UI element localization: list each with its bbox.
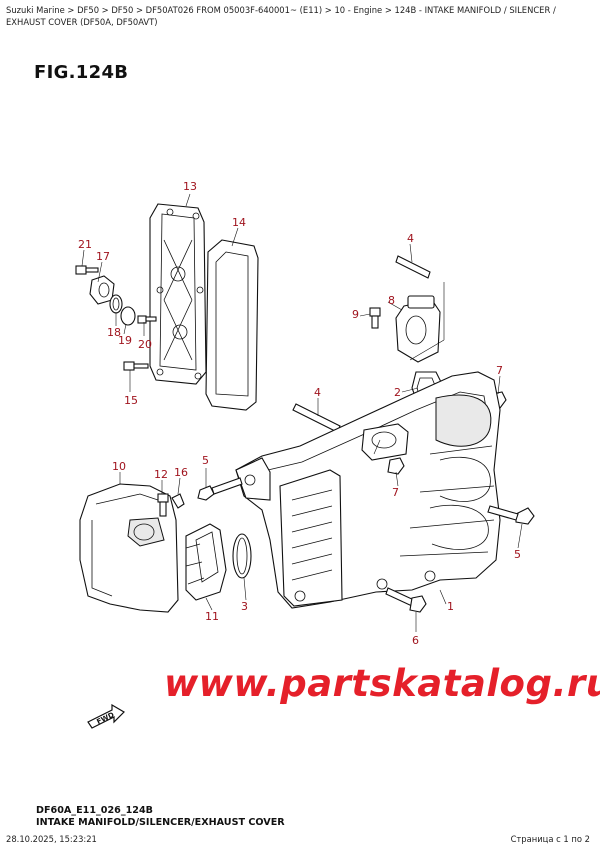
part-13-exhaust-cover[interactable]	[149, 203, 207, 385]
leader-lines	[81, 193, 523, 632]
part-20-screw[interactable]	[137, 315, 157, 324]
diagram-caption: INTAKE MANIFOLD/SILENCER/EXHAUST COVER	[36, 817, 285, 828]
callout-9: 9	[352, 308, 359, 321]
print-datetime: 28.10.2025, 15:23:21	[6, 834, 97, 844]
part-4-stud-upper[interactable]	[395, 255, 431, 279]
part-19-plug[interactable]	[120, 306, 136, 326]
part-9-screw[interactable]	[369, 307, 381, 329]
part-1-intake-manifold[interactable]	[235, 371, 501, 609]
part-3-oring[interactable]	[232, 533, 252, 579]
part-14-gasket[interactable]	[205, 239, 259, 411]
breadcrumb: Suzuki Marine > DF50 > DF50 > DF50AT026 …	[6, 5, 556, 27]
callout-11: 11	[205, 610, 219, 623]
callout-17: 17	[96, 250, 110, 263]
page-counter: Страница с 1 по 2	[510, 834, 590, 844]
part-11-adapter[interactable]	[185, 523, 227, 601]
callout-2: 2	[394, 386, 401, 399]
part-12-screw[interactable]	[157, 493, 169, 517]
part-5-bolt-right[interactable]	[487, 505, 535, 525]
callout-7-right: 7	[496, 364, 503, 377]
part-6-bolt[interactable]	[385, 587, 427, 613]
callout-20: 20	[138, 338, 152, 351]
callout-19: 19	[118, 334, 132, 347]
callout-15: 15	[124, 394, 138, 407]
callout-13: 13	[183, 180, 197, 193]
fwd-label: FWD	[95, 711, 115, 726]
callout-21: 21	[78, 238, 92, 251]
callout-5-left: 5	[202, 454, 209, 467]
figure-title: FIG.124B	[34, 62, 129, 83]
callout-1: 1	[447, 600, 454, 613]
part-18-oring[interactable]	[109, 294, 123, 314]
callout-6: 6	[412, 634, 419, 647]
callout-14: 14	[232, 216, 246, 229]
part-4-stud-lower[interactable]	[292, 403, 341, 433]
watermark: www.partskatalog.ru	[164, 662, 600, 705]
fwd-arrow-icon: FWD	[87, 704, 125, 729]
callout-12: 12	[154, 468, 168, 481]
callout-16: 16	[174, 466, 188, 479]
part-15-bolt[interactable]	[123, 361, 149, 371]
part-5-bolt-left[interactable]	[197, 477, 243, 501]
diagram-code: DF60A_E11_026_124B	[36, 805, 153, 816]
callout-7-center: 7	[392, 486, 399, 499]
callout-10: 10	[112, 460, 126, 473]
callout-8: 8	[388, 294, 395, 307]
part-16-clip[interactable]	[171, 493, 185, 509]
part-21-bolt[interactable]	[75, 265, 99, 275]
part-8-idle-valve[interactable]	[395, 295, 441, 363]
part-10-silencer[interactable]	[79, 483, 179, 613]
callout-4-lower: 4	[314, 386, 321, 399]
part-7-nut-center[interactable]	[387, 457, 405, 475]
callout-4-upper: 4	[407, 232, 414, 245]
callout-5-right: 5	[514, 548, 521, 561]
callout-3: 3	[241, 600, 248, 613]
callout-18: 18	[107, 326, 121, 339]
